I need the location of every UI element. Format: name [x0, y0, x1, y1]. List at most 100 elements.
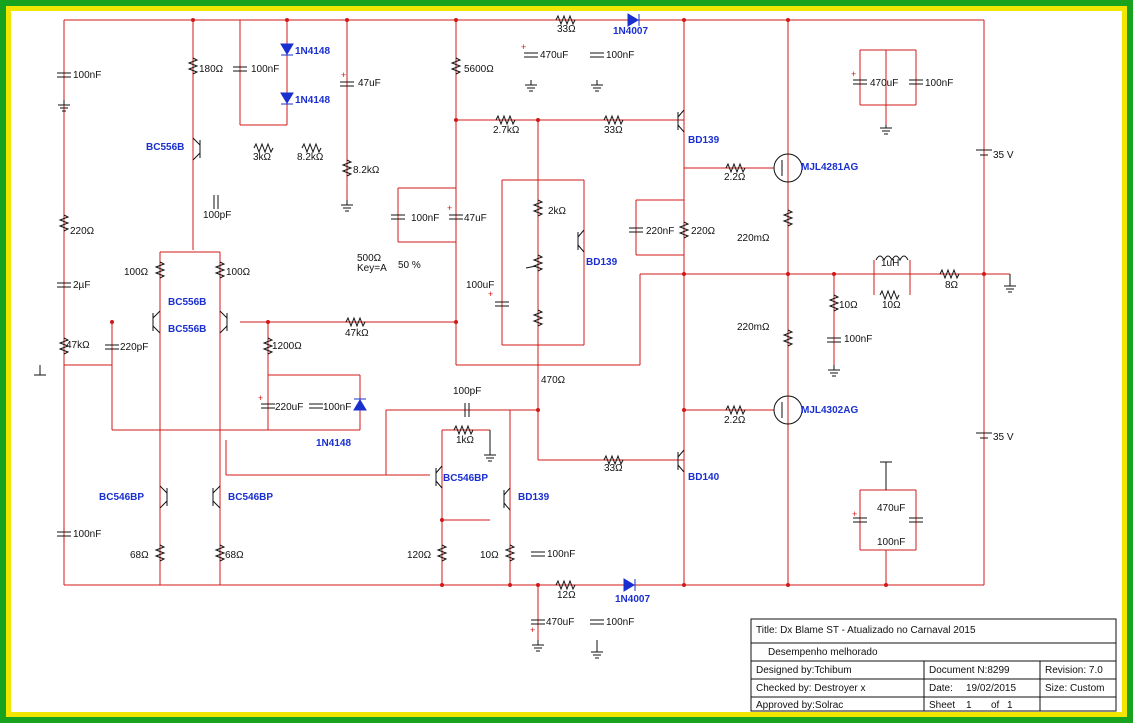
transistor-bd139-3	[503, 487, 511, 511]
junctions	[110, 18, 986, 587]
label-r47k-m: 47kΩ	[345, 328, 369, 339]
transistor-bc556b-1	[192, 137, 201, 161]
resistor-1k	[453, 424, 474, 436]
resistor-8k2-vert	[341, 159, 353, 177]
svg-text:+: +	[341, 70, 346, 80]
resistor-100-b	[214, 261, 226, 279]
resistor-47k-l	[58, 337, 70, 355]
label-r220-a: 220Ω	[691, 226, 716, 237]
label-c220p: 220pF	[120, 342, 148, 353]
capacitor-470u-top	[524, 52, 538, 58]
tb-sheet-num: 1	[966, 700, 972, 711]
svg-text:+: +	[530, 625, 535, 635]
label-r220m-b: 220mΩ	[737, 322, 770, 333]
tb-checked-by: Checked by: Destroyer x	[756, 683, 866, 694]
label-c47u-a: 47uF	[358, 78, 381, 89]
label-c2u: 2µF	[73, 280, 90, 291]
resistor-470	[532, 309, 544, 327]
title-block: Title: Dx Blame ST - Atualizado no Carna…	[750, 618, 1117, 712]
label-pot-key: Key=A	[357, 263, 387, 274]
label-pot-pct: 50 %	[398, 260, 421, 271]
label-r10-c: 10Ω	[480, 550, 499, 561]
label-q-bd139-2: BD139	[586, 257, 618, 268]
inner-border	[6, 6, 1127, 717]
label-r12: 12Ω	[557, 590, 576, 601]
resistor-220m-a	[782, 209, 794, 227]
diode-1n4148-2	[280, 92, 294, 104]
label-c100p-a: 100pF	[203, 210, 231, 221]
resistor-33-b	[603, 114, 624, 126]
resistor-2k7	[495, 114, 516, 126]
label-c100u: 100uF	[466, 280, 494, 291]
svg-text:+: +	[488, 289, 493, 299]
transistor-bc546bp-3	[435, 465, 443, 489]
tb-revision: Revision: 7.0	[1045, 665, 1103, 676]
label-v35-bot: 35 V	[993, 432, 1014, 443]
resistor-68-a	[154, 544, 166, 562]
label-c100n-b2: 100nF	[547, 549, 575, 560]
capacitor-470u-r	[853, 79, 867, 85]
capacitor-100n-bot	[590, 619, 604, 625]
label-r220m-a: 220mΩ	[737, 233, 770, 244]
label-v35-top: 35 V	[993, 150, 1014, 161]
capacitor-100n-l2	[57, 531, 71, 537]
label-c100p-b: 100pF	[453, 386, 481, 397]
label-c100n-bot: 100nF	[606, 617, 634, 628]
label-q-bd139-3: BD139	[518, 492, 550, 503]
resistor-3k	[253, 142, 274, 154]
resistor-68-b	[214, 544, 226, 562]
label-c47u-mid: 47uF	[464, 213, 487, 224]
capacitor-100n-top	[590, 52, 604, 58]
label-r1200: 1200Ω	[272, 341, 302, 352]
label-q-bd140: BD140	[688, 472, 720, 483]
svg-text:+: +	[447, 203, 452, 213]
transistor-bc556b-2	[152, 310, 161, 334]
label-c470u-r: 470uF	[870, 78, 898, 89]
diode-1n4148-1	[280, 43, 294, 55]
label-r220-l: 220Ω	[70, 226, 95, 237]
label-r10-b: 10Ω	[882, 300, 901, 311]
label-c220n: 220nF	[646, 226, 674, 237]
transistor-mjl4281ag	[773, 153, 803, 183]
label-c470u-bot: 470uF	[546, 617, 574, 628]
capacitor-220n	[629, 227, 643, 233]
capacitor-100p-a	[213, 195, 219, 209]
label-c100n-l1: 100nF	[251, 64, 279, 75]
resistor-12	[555, 579, 576, 591]
capacitor-47u-a	[340, 81, 354, 87]
tb-sheet-total: 1	[1007, 700, 1013, 711]
tb-designed-by: Designed by:Tchibum	[756, 665, 852, 676]
label-r100-a: 100Ω	[124, 267, 149, 278]
inductor-1uh	[875, 255, 909, 262]
label-c100n-tl: 100nF	[73, 70, 101, 81]
battery-35v-bot	[976, 432, 992, 439]
tb-size: Size: Custom	[1045, 683, 1104, 694]
capacitor-100n-mid	[391, 214, 405, 220]
label-q-bc546-2: BC546BP	[228, 492, 273, 503]
transistor-mjl4302ag	[773, 395, 803, 425]
label-c100n-top: 100nF	[606, 50, 634, 61]
capacitor-47u-mid	[449, 214, 463, 220]
label-d-1n4007-top: 1N4007	[613, 26, 648, 37]
capacitor-100n-tl	[57, 72, 71, 78]
label-r33-b: 33Ω	[604, 125, 623, 136]
tb-sheet-label: Sheet	[929, 700, 955, 711]
tb-approved-by: Approved by:Solrac	[756, 700, 843, 711]
label-c100n-out: 100nF	[844, 334, 872, 345]
label-r2k7: 2.7kΩ	[493, 125, 520, 136]
label-r5600: 5600Ω	[464, 64, 494, 75]
label-r33-c: 33Ω	[604, 463, 623, 474]
label-r68-a: 68Ω	[130, 550, 149, 561]
label-r1k: 1kΩ	[456, 435, 475, 446]
label-c470u-top: 470uF	[540, 50, 568, 61]
capacitor-100n-out	[827, 337, 841, 343]
capacitor-470u-bot	[531, 619, 545, 625]
svg-text:+: +	[852, 509, 857, 519]
label-d1: 1N4148	[295, 46, 330, 57]
label-r10-a: 10Ω	[839, 300, 858, 311]
transistor-bc546bp-1	[159, 485, 168, 509]
resistor-10-c	[504, 544, 516, 562]
diode-1n4007-top	[627, 13, 639, 27]
